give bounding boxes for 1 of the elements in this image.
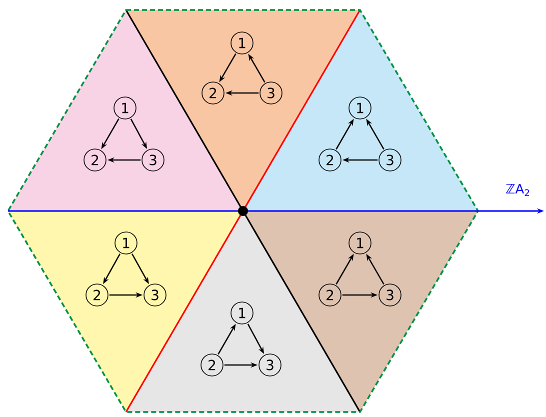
axis-label: ℤA$_{2}$ [506, 184, 530, 196]
